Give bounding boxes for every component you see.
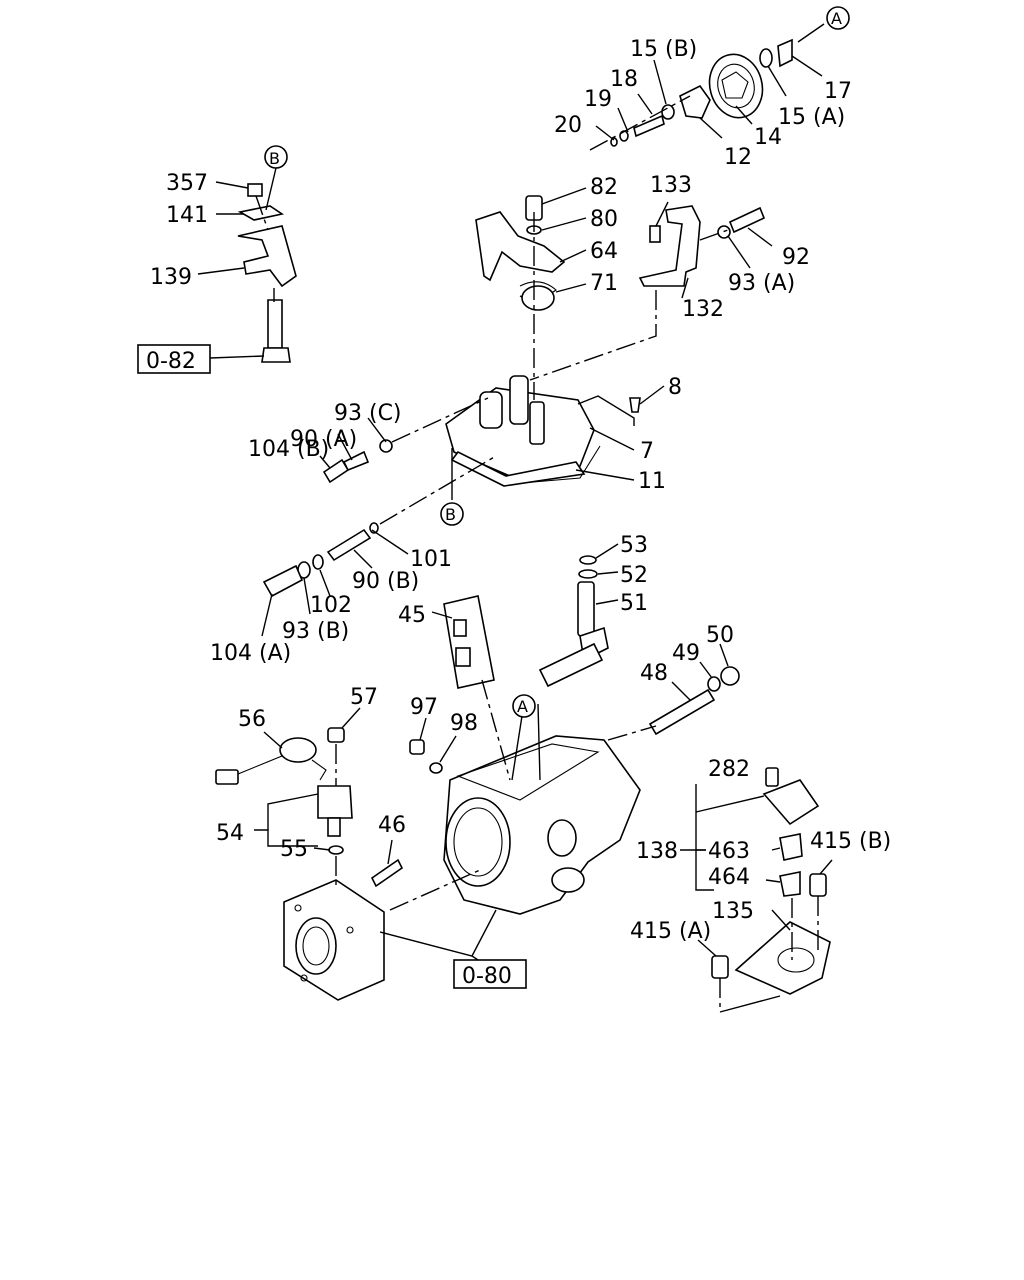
label-49: 49	[672, 641, 700, 666]
ref-box-080	[453, 959, 527, 989]
label-93a: 93 (A)	[728, 271, 795, 296]
label-20: 20	[554, 113, 582, 138]
label-102: 102	[310, 593, 352, 618]
label-57: 57	[350, 685, 378, 710]
label-19: 19	[584, 87, 612, 112]
label-93c: 93 (C)	[334, 401, 402, 426]
label-132: 132	[682, 297, 724, 322]
plate-45	[443, 595, 495, 689]
label-15b: 15 (B)	[630, 37, 697, 62]
shaft-assembly-48	[648, 666, 740, 736]
label-14: 14	[754, 125, 782, 150]
label-104a: 104 (A)	[210, 641, 291, 666]
label-8: 8	[668, 375, 682, 400]
label-52: 52	[620, 563, 648, 588]
pin-assembly-51	[538, 555, 609, 688]
gear-assembly-top	[610, 38, 793, 147]
label-64: 64	[590, 239, 618, 264]
label-56: 56	[238, 707, 266, 732]
label-415b: 415 (B)	[810, 829, 891, 854]
label-51: 51	[620, 591, 648, 616]
label-282: 282	[708, 757, 750, 782]
label-90a: 90 (A)	[290, 427, 357, 452]
label-48: 48	[640, 661, 668, 686]
ref-label-082: 0-82	[146, 349, 196, 374]
label-90b: 90 (B)	[352, 569, 419, 594]
bracket-assembly-left	[237, 183, 297, 363]
label-50: 50	[706, 623, 734, 648]
label-15a: 15 (A)	[778, 105, 845, 130]
label-b-mid: B	[445, 505, 456, 524]
label-80: 80	[590, 207, 618, 232]
marker-a-top	[826, 6, 850, 30]
leader-lines	[197, 23, 833, 1013]
label-18: 18	[610, 67, 638, 92]
governor-cover	[445, 375, 641, 487]
label-139: 139	[150, 265, 192, 290]
label-b-top: B	[269, 149, 280, 168]
circle-markers	[264, 6, 850, 718]
bracket-132	[638, 205, 766, 287]
label-92: 92	[782, 245, 810, 270]
ref-box-082	[137, 344, 211, 374]
label-55: 55	[280, 837, 308, 862]
label-17: 17	[824, 79, 852, 104]
label-53: 53	[620, 533, 648, 558]
label-464: 464	[708, 865, 750, 890]
label-415a: 415 (A)	[630, 919, 711, 944]
label-141: 141	[166, 203, 208, 228]
label-133: 133	[650, 173, 692, 198]
solenoid-assembly	[215, 727, 404, 888]
flange	[283, 879, 385, 1001]
label-357: 357	[166, 171, 208, 196]
ref-label-080: 0-80	[462, 964, 512, 989]
label-a-mid: A	[517, 697, 528, 716]
label-12: 12	[724, 145, 752, 170]
label-93b: 93 (B)	[282, 619, 349, 644]
label-135: 135	[712, 899, 754, 924]
sensor-assembly-right	[711, 767, 831, 995]
label-7: 7	[640, 439, 654, 464]
label-101: 101	[410, 547, 452, 572]
label-11: 11	[638, 469, 666, 494]
screw-assembly	[262, 522, 379, 598]
label-45: 45	[398, 603, 426, 628]
label-463: 463	[708, 839, 750, 864]
marker-b-mid	[440, 502, 464, 526]
callout-labels: 357 141 139 B 82 80 64 71 133 132 92 93 …	[146, 9, 891, 989]
marker-b-top	[264, 145, 288, 169]
label-a-top: A	[831, 9, 842, 28]
marker-a-mid	[512, 694, 536, 718]
label-97: 97	[410, 695, 438, 720]
label-46: 46	[378, 813, 406, 838]
label-82: 82	[590, 175, 618, 200]
label-138: 138	[636, 839, 678, 864]
bolt-assembly-left	[322, 439, 393, 484]
label-54: 54	[216, 821, 244, 846]
label-98: 98	[450, 711, 478, 736]
label-104b: 104 (B)	[248, 437, 329, 462]
lever-assembly	[475, 195, 566, 311]
label-71: 71	[590, 271, 618, 296]
pump-housing	[409, 735, 641, 915]
